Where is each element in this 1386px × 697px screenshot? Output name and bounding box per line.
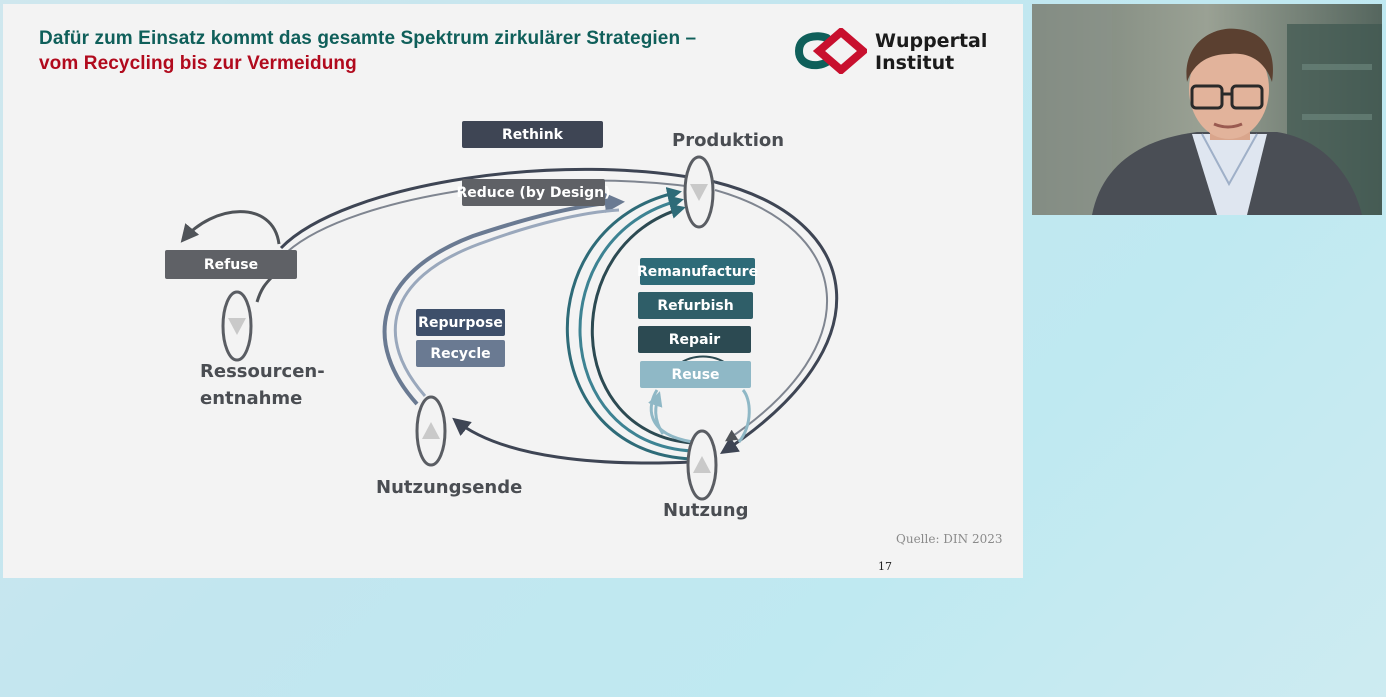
reduce-box: Reduce (by Design) bbox=[457, 179, 611, 206]
extraction-label-line2: entnahme bbox=[200, 388, 303, 409]
refuse-arrow bbox=[180, 210, 281, 245]
extraction-label-line1: Ressourcen- bbox=[200, 361, 325, 382]
slide-title-line1: Dafür zum Einsatz kommt das gesamte Spek… bbox=[39, 28, 697, 49]
end-of-use-label: Nutzungsende bbox=[376, 477, 523, 498]
slide-page-number: 17 bbox=[878, 560, 892, 573]
logo-text-line1: Wuppertal bbox=[875, 30, 988, 52]
recycle-loop-arrow bbox=[382, 192, 625, 406]
product-life-extension-loops bbox=[566, 187, 694, 461]
production-label: Produktion bbox=[672, 130, 785, 151]
repurpose-box: Repurpose bbox=[416, 309, 505, 336]
slide-title-line2: vom Recycling bis zur Vermeidung bbox=[39, 53, 357, 74]
use-to-end-of-use-arrow bbox=[452, 417, 692, 465]
circular-strategies-diagram bbox=[180, 155, 839, 501]
logo-mark-icon bbox=[794, 26, 870, 76]
refurbish-box: Refurbish bbox=[638, 292, 753, 319]
use-label: Nutzung bbox=[663, 500, 749, 521]
end-of-use-node bbox=[415, 395, 447, 467]
reuse-box: Reuse bbox=[640, 361, 751, 388]
repair-box: Repair bbox=[638, 326, 751, 353]
use-node bbox=[686, 429, 718, 501]
participant-video-tile[interactable] bbox=[1032, 4, 1382, 215]
refuse-box: Refuse bbox=[165, 250, 297, 279]
speaker-video-feed bbox=[1032, 4, 1382, 215]
presentation-slide: Dafür zum Einsatz kommt das gesamte Spek… bbox=[3, 4, 1023, 578]
extraction-node bbox=[221, 290, 253, 362]
production-to-use-arrow bbox=[714, 180, 839, 454]
recycle-box: Recycle bbox=[416, 340, 505, 367]
remanufacture-box: Remanufacture bbox=[637, 258, 758, 285]
source-citation: Quelle: DIN 2023 bbox=[896, 532, 1003, 546]
logo-text-line2: Institut bbox=[875, 52, 955, 74]
extraction-link bbox=[255, 274, 275, 303]
production-node bbox=[683, 155, 715, 229]
rethink-box: Rethink bbox=[462, 121, 603, 148]
wuppertal-institut-logo: Wuppertal Institut bbox=[793, 26, 993, 78]
